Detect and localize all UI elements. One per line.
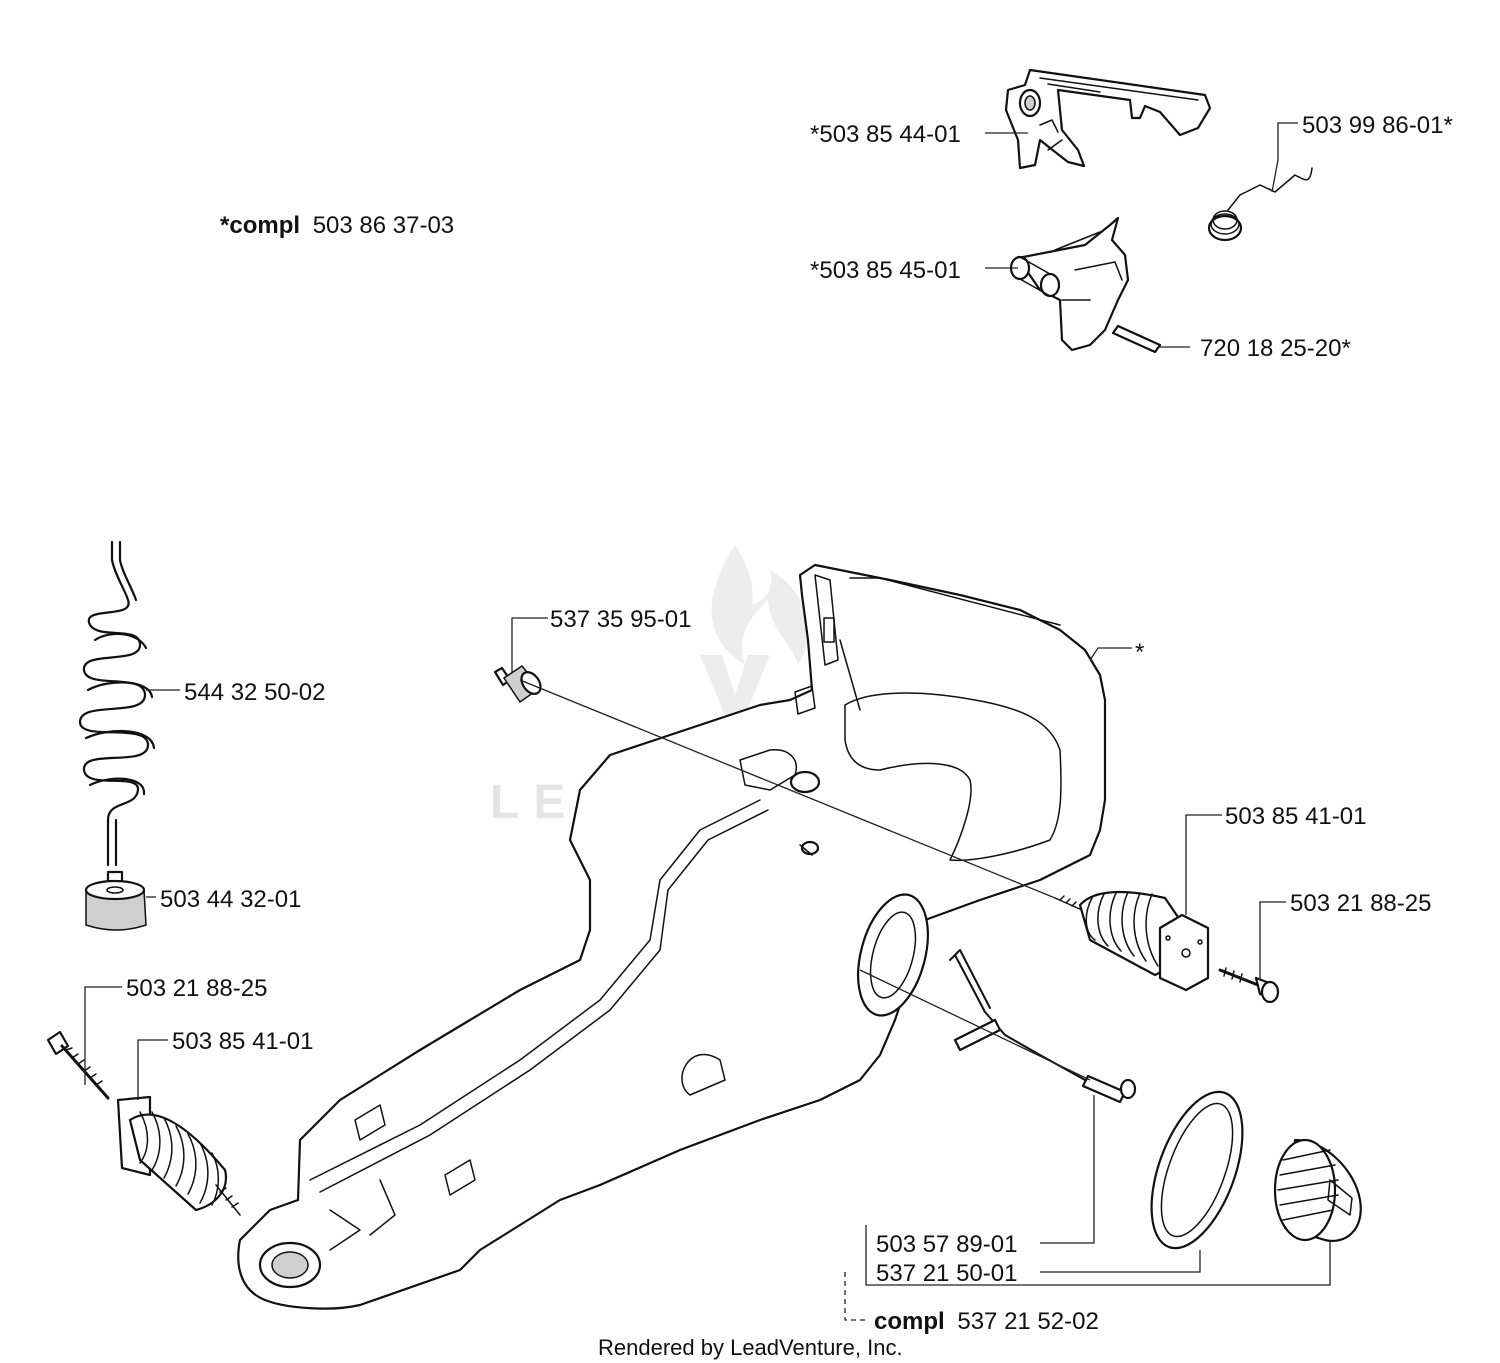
fuel-hose-part [78, 540, 156, 867]
right-screw-part [1218, 967, 1280, 1004]
right-screw-label: 503 21 88-25 [1290, 890, 1431, 917]
handle-asterisk-label: * [1135, 639, 1144, 666]
trigger-label: *503 85 44-01 [810, 121, 961, 148]
fuel-filter-label: 503 44 32-01 [160, 886, 301, 913]
pin-part [1111, 324, 1162, 354]
fuel-cap-part [1273, 1138, 1362, 1243]
spring-wire-label: 503 99 86-01* [1302, 112, 1453, 139]
left-screw-part [46, 1030, 110, 1100]
compl-cap-label: compl 537 21 52-02 [874, 1308, 1099, 1335]
left-av-spring-part [116, 1095, 241, 1216]
right-av-spring-label: 503 85 41-01 [1225, 803, 1366, 830]
trigger-lockout-label: *503 85 45-01 [810, 257, 961, 284]
leader-lines [84, 122, 1331, 1321]
right-av-spring-part [1054, 891, 1210, 992]
spring-wire-part [1207, 167, 1313, 242]
fuel-hose-label: 544 32 50-02 [184, 679, 325, 706]
trigger-part [1004, 68, 1212, 170]
handle-housing-part [237, 563, 1107, 1310]
left-av-spring-label: 503 85 41-01 [172, 1028, 313, 1055]
compl-main-label: *compl 503 86 37-03 [220, 212, 454, 239]
footer-credit: Rendered by LeadVenture, Inc. [598, 1335, 903, 1360]
cap-gasket-label: 537 21 50-01 [876, 1260, 1017, 1287]
fuel-filter-part [84, 870, 147, 931]
cap-gasket-part [1150, 1090, 1244, 1250]
callout-labels: *compl 503 86 37-03 *503 85 44-01 *503 8… [126, 112, 1453, 1335]
cap-strap-label: 503 57 89-01 [876, 1231, 1017, 1258]
pin-label: 720 18 25-20* [1200, 335, 1351, 362]
left-screw-label: 503 21 88-25 [126, 975, 267, 1002]
trigger-lockout-part [1009, 216, 1130, 352]
watermark-flame-icon [711, 545, 809, 665]
watermark-v-icon [700, 655, 770, 740]
small-filter-part [493, 664, 542, 704]
small-filter-label: 537 35 95-01 [550, 606, 691, 633]
